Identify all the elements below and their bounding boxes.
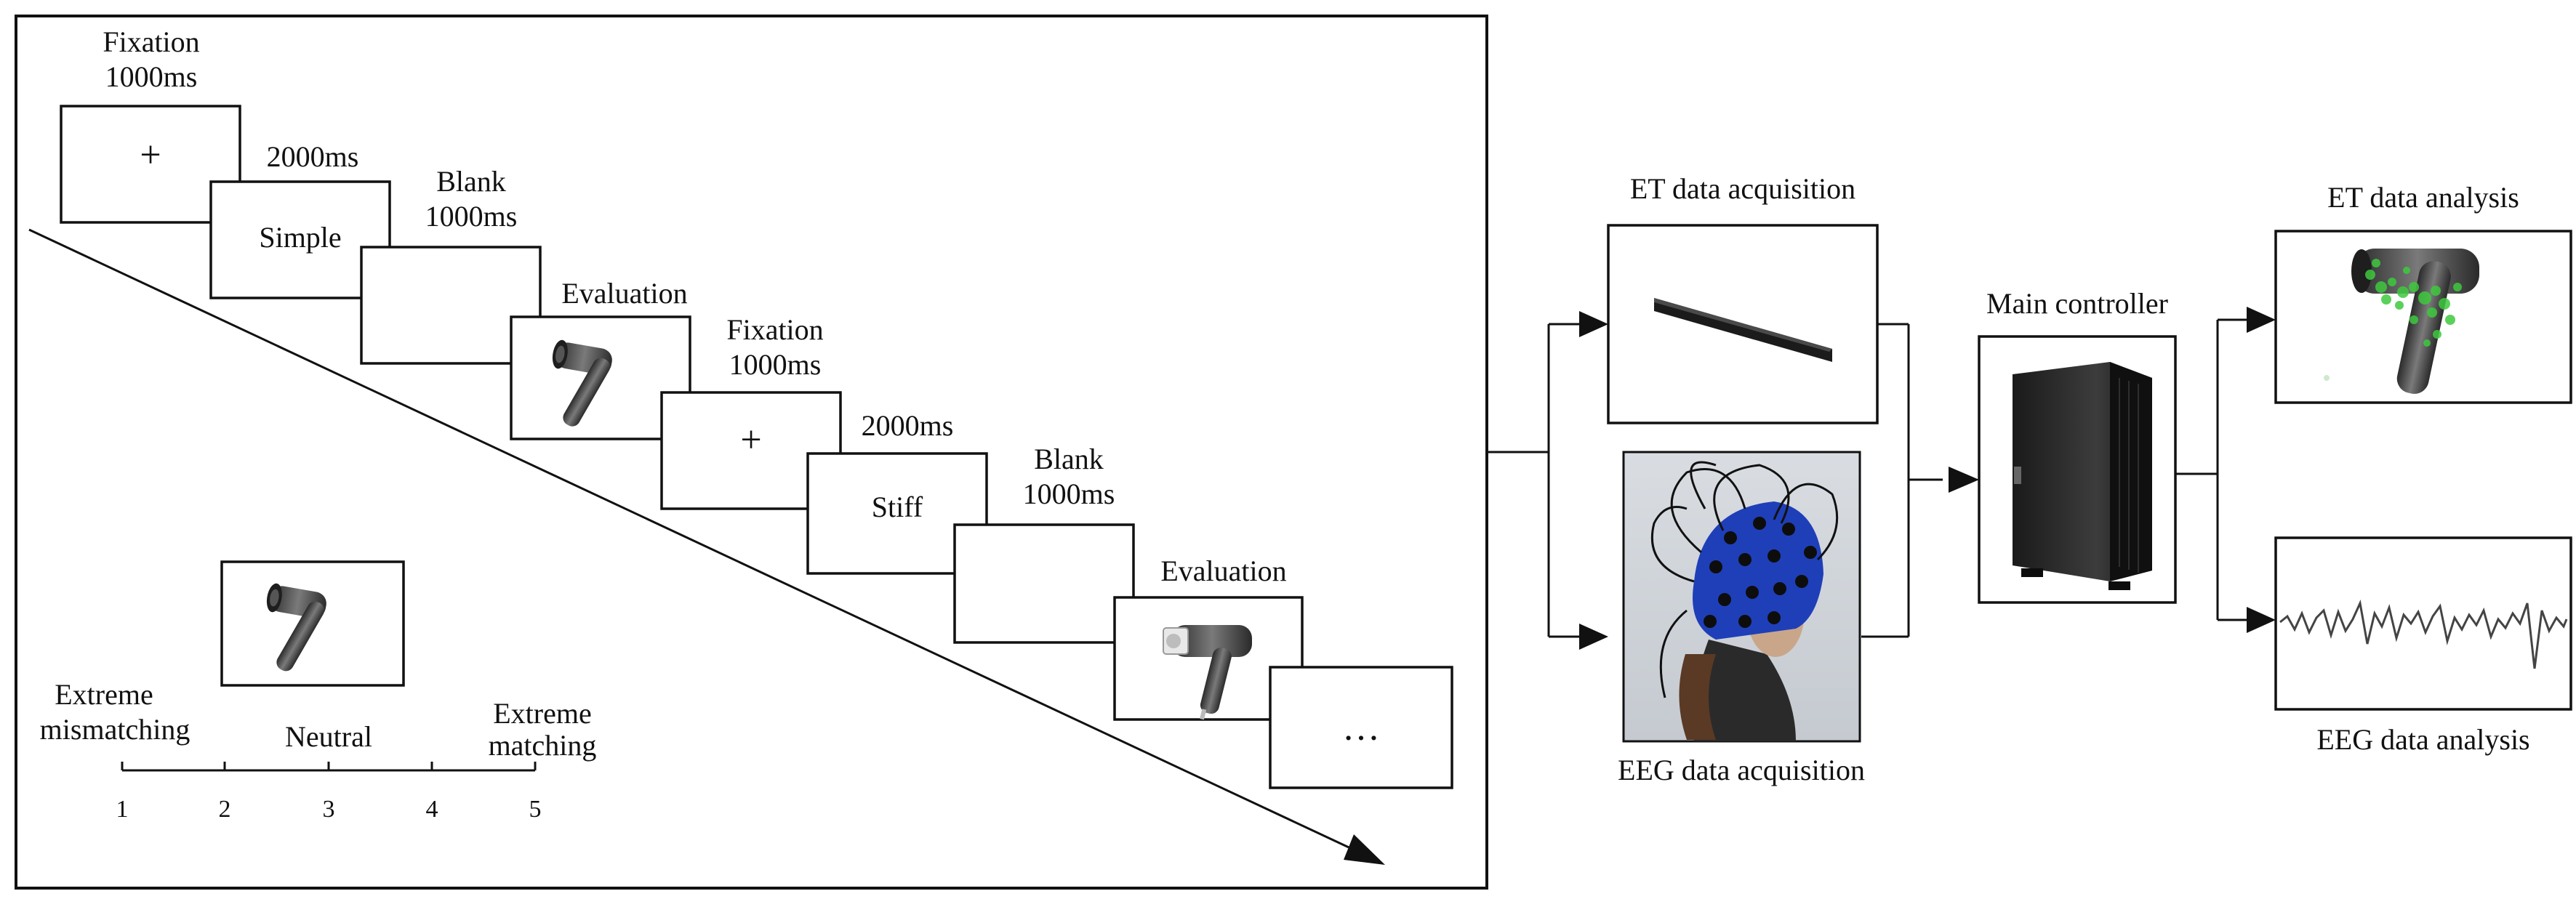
hair-dryer-icon — [552, 339, 612, 427]
system-connectors — [1487, 318, 2250, 638]
arrowhead — [2247, 307, 2276, 333]
scale-left-anchor-line1: Extreme — [55, 678, 153, 711]
fixation-2-label: Fixation — [726, 313, 824, 346]
fixation-2-symbol: + — [740, 419, 762, 461]
eeg-waveform-icon — [2279, 599, 2568, 669]
timeline-arrowhead — [1344, 834, 1385, 865]
scale-tick-label: 1 — [116, 796, 129, 823]
word-box-1 — [209, 180, 391, 299]
ellipsis-text: … — [1342, 707, 1380, 749]
hair-dryer-icon — [266, 583, 326, 672]
et-analysis-label: ET data analysis — [2327, 181, 2519, 214]
scale-tick-label: 4 — [425, 796, 438, 823]
computer-tower-icon — [2013, 362, 2152, 590]
blank-1-label: Blank — [436, 165, 506, 198]
fixation-1-time: 1000ms — [105, 60, 198, 93]
scale-left-anchor-line2: mismatching — [39, 713, 190, 746]
scale-tick-label: 2 — [218, 796, 231, 823]
et-acquisition-label: ET data acquisition — [1629, 172, 1856, 205]
scale-tick-label: 5 — [529, 796, 542, 823]
arrowhead — [1949, 467, 1979, 493]
arrowhead — [1579, 311, 1608, 337]
hair-dryer-icon — [1163, 625, 1252, 720]
fixation-1-label: Fixation — [103, 25, 200, 58]
fixation-1-symbol: + — [140, 134, 161, 176]
arrowhead — [1579, 624, 1608, 650]
main-controller-label: Main controller — [1986, 287, 2168, 320]
blank-1-time: 1000ms — [425, 200, 518, 233]
eeg-analysis-label: EEG data analysis — [2316, 723, 2530, 756]
word-1-time: 2000ms — [266, 140, 359, 173]
word-2-text: Stiff — [871, 491, 923, 523]
eye-tracker-icon — [1654, 298, 1832, 362]
scale-tick-label: 3 — [322, 796, 335, 823]
word-1-text: Simple — [259, 221, 342, 254]
blank-2-time: 1000ms — [1022, 477, 1115, 510]
ellipsis-box — [1269, 666, 1453, 789]
word-2-time: 2000ms — [861, 409, 954, 442]
fixation-2-time: 1000ms — [729, 348, 822, 381]
gaze-heatmap-icon — [2324, 249, 2479, 394]
scale-middle-anchor: Neutral — [285, 720, 372, 753]
eeg-acquisition-label: EEG data acquisition — [1618, 754, 1865, 786]
eeg-cap-icon — [1650, 461, 1839, 741]
word-box-2 — [806, 452, 988, 575]
timeline-arrow — [28, 228, 1359, 853]
blank-2-label: Blank — [1034, 443, 1104, 475]
evaluation-1-label: Evaluation — [561, 277, 688, 310]
blank-box-2 — [953, 523, 1135, 644]
evaluation-2-label: Evaluation — [1160, 555, 1287, 587]
arrowhead — [2247, 607, 2276, 633]
scale-right-anchor-line2: matching — [488, 729, 597, 762]
scale-right-anchor-line1: Extreme — [493, 697, 592, 730]
